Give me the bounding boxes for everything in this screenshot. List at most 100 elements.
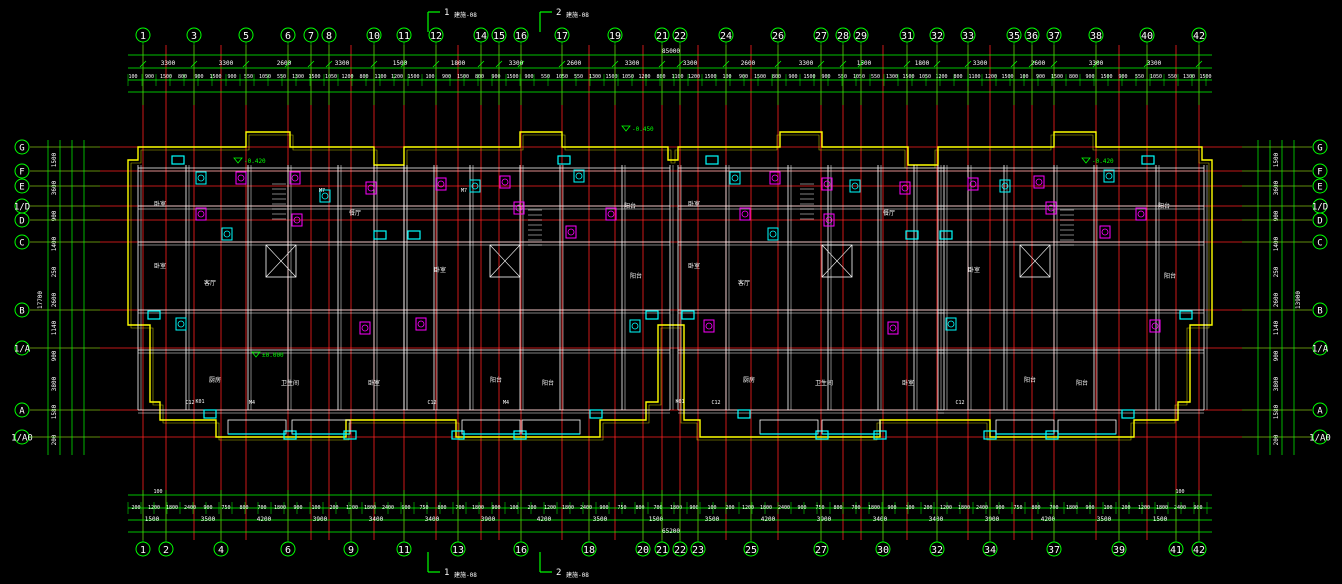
axis-bubble-label: 27 (815, 31, 827, 42)
window-symbol (681, 310, 695, 320)
axis-bubble-label: 1/A (1312, 345, 1329, 355)
axis-bubble-label: 1/A0 (1309, 434, 1331, 444)
axis-bubble (14, 340, 30, 356)
dim-text: 1100 (968, 74, 980, 80)
dim-text: 700 (851, 505, 860, 511)
dim-text: 900 (689, 505, 698, 511)
balcony-rail (759, 419, 819, 435)
dim-text: 750 (1013, 505, 1022, 511)
dim-text: 1500 (902, 74, 914, 80)
window-symbol (203, 409, 217, 419)
sanitary-fixture (291, 213, 303, 227)
sanitary-fixture (703, 319, 715, 333)
dim-text: 1500 (393, 60, 408, 67)
dim-text: 900 (797, 505, 806, 511)
window-code: C12 (185, 400, 194, 406)
balcony-rail (821, 419, 881, 435)
stair-core (821, 244, 853, 278)
level-marker (1081, 157, 1091, 164)
sanitary-fixture (573, 169, 585, 183)
stair-core (1019, 244, 1051, 278)
room-label: 卧室 (688, 200, 700, 208)
axis-bubble-label: 39 (1113, 545, 1125, 556)
dim-text: 1500 (506, 74, 518, 80)
room-label: 阳台 (1164, 272, 1176, 280)
sanitary-fixture (769, 171, 781, 185)
dim-text: 1500 (1001, 74, 1013, 80)
room-label: 卫生间 (815, 379, 833, 387)
dim-text: 3400 (929, 516, 944, 523)
axis-bubble (14, 139, 30, 155)
axis-bubble-label: 42 (1193, 545, 1205, 556)
dim-text: 900 (442, 74, 451, 80)
dim-text-vertical: 1500 (1273, 152, 1280, 167)
dim-text: 1800 (915, 60, 930, 67)
sanitary-fixture (821, 177, 833, 191)
dim-text: 100 (425, 74, 434, 80)
dim-text: 1500 (407, 74, 419, 80)
room-label: 卧室 (368, 379, 380, 387)
window-code: C12 (427, 400, 436, 406)
dim-text: 900 (599, 505, 608, 511)
axis-bubble-label: 1/D (1312, 203, 1328, 213)
dim-text-vertical: 1400 (1273, 236, 1280, 251)
sanitary-fixture (731, 174, 739, 182)
dim-text-vertical: 900 (51, 210, 58, 221)
dim-text: 900 (203, 505, 212, 511)
dim-text: 1800 (274, 505, 286, 511)
sanitary-fixture (631, 322, 639, 330)
axis-bubble-label: 42 (1193, 31, 1205, 42)
sanitary-fixture (195, 207, 207, 221)
dim-text: 3500 (1097, 516, 1112, 523)
axis-bubble-label: 37 (1048, 31, 1060, 42)
unit-plan (403, 165, 674, 414)
axis-bubble-label: 32 (931, 545, 943, 556)
section-text: 建施-08 (454, 11, 477, 19)
section-text: 建施-08 (566, 571, 589, 579)
dim-text-vertical: 3800 (51, 376, 58, 391)
sanitary-fixture (471, 182, 479, 190)
dim-text-vertical: 3800 (1273, 376, 1280, 391)
sanitary-fixture (999, 179, 1011, 193)
axis-bubble-label: 35 (1008, 31, 1020, 42)
axis-bubble-label: 12 (430, 31, 442, 42)
sanitary-fixture (823, 180, 831, 188)
section-number: 2 (556, 568, 561, 578)
dim-text-vertical: 900 (1273, 210, 1280, 221)
sanitary-fixture (235, 171, 247, 185)
room-label: 卧室 (688, 262, 700, 270)
dim-text: 3300 (219, 60, 234, 67)
sanitary-fixture (705, 322, 713, 330)
dim-text: 100 (1175, 489, 1184, 495)
axis-bubble-label: D (19, 217, 24, 227)
dim-text: 1050 (853, 74, 865, 80)
axis-grid (30, 45, 1312, 540)
dim-text: 900 (1085, 505, 1094, 511)
axis-bubble-label: 3 (191, 31, 197, 42)
axis-bubble-label: 38 (1090, 31, 1102, 42)
dim-text: 200 (131, 505, 140, 511)
axis-bubble-label: 4 (218, 545, 224, 556)
dim-text: 900 (227, 74, 236, 80)
axis-bubble-label: 36 (1026, 31, 1038, 42)
dim-text: 2400 (580, 505, 592, 511)
dim-text: 2600 (741, 60, 756, 67)
sanitary-fixture (1045, 201, 1057, 215)
sanitary-fixture (237, 174, 245, 182)
dim-text: 1500 (457, 74, 469, 80)
sanitary-fixture (501, 178, 509, 186)
dim-text-vertical: 3600 (1273, 180, 1280, 195)
dim-text: 1100 (374, 74, 386, 80)
section-number: 2 (556, 8, 561, 18)
sanitary-fixture (1101, 228, 1109, 236)
dim-text: 550 (1168, 74, 1177, 80)
axis-bubble-label: 16 (515, 545, 527, 556)
dim-text: 1200 (544, 505, 556, 511)
axis-bubble-label: F (1317, 168, 1322, 178)
dim-text: 550 (541, 74, 550, 80)
stair-core (489, 244, 521, 278)
dim-text: 550 (1135, 74, 1144, 80)
window-symbol (557, 155, 571, 165)
axis-bubble-label: 11 (398, 545, 410, 556)
axis-bubble (14, 302, 30, 318)
